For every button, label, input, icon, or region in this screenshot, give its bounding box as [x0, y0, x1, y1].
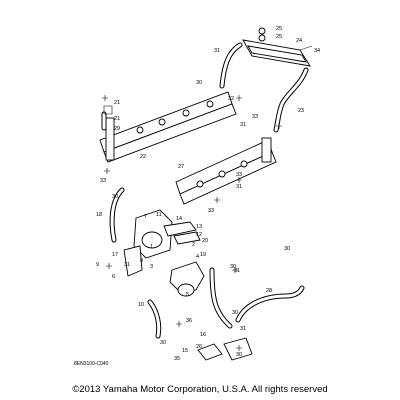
coolant-hoses — [101, 42, 309, 339]
callout-10: 10 — [138, 302, 144, 308]
callout-27: 27 — [178, 164, 184, 170]
fasteners — [102, 95, 282, 351]
callout-14: 14 — [176, 216, 182, 222]
callout-23: 23 — [298, 108, 304, 114]
callout-30: 30 — [236, 352, 242, 358]
thermostat-housing — [123, 209, 253, 361]
callout-31: 31 — [240, 326, 246, 332]
callout-20: 20 — [202, 238, 208, 244]
callout-19: 19 — [200, 252, 206, 258]
callout-31: 31 — [234, 268, 240, 274]
callout-8: 8 — [140, 258, 143, 264]
callout-30: 30 — [196, 80, 202, 86]
callout-33: 33 — [252, 114, 258, 120]
callout-22: 22 — [140, 154, 146, 160]
upper-rail-bracket — [99, 91, 237, 163]
callout-25: 25 — [276, 26, 282, 32]
callout-18: 18 — [96, 212, 102, 218]
callout-30: 30 — [160, 340, 166, 346]
callout-4: 4 — [196, 254, 199, 260]
callout-33: 33 — [100, 178, 106, 184]
callout-33: 33 — [208, 208, 214, 214]
callout-21: 21 — [114, 116, 120, 122]
callout-21: 21 — [114, 100, 120, 106]
callout-31: 31 — [124, 262, 130, 268]
callout-12: 12 — [196, 232, 202, 238]
callout-30: 30 — [112, 194, 118, 200]
callout-5: 5 — [186, 292, 189, 298]
lower-rail-bracket — [175, 137, 277, 205]
diagram-code: 8EN3100-C040 — [74, 361, 109, 367]
callout-29: 29 — [114, 126, 120, 132]
callout-1: 1 — [150, 244, 153, 250]
callout-32: 32 — [228, 96, 234, 102]
callout-26: 26 — [196, 344, 202, 350]
callout-33: 33 — [236, 172, 242, 178]
callout-15: 15 — [182, 348, 188, 354]
callout-31: 31 — [240, 122, 246, 128]
callout-31: 31 — [236, 184, 242, 190]
callout-25: 25 — [276, 34, 282, 40]
callout-2: 2 — [192, 242, 195, 248]
radiator-fitting — [242, 27, 313, 67]
callout-30: 30 — [230, 264, 236, 270]
callout-3: 3 — [150, 264, 153, 270]
callout-17: 17 — [112, 252, 118, 258]
callout-24: 24 — [296, 38, 302, 44]
callout-7: 7 — [144, 214, 147, 220]
callout-9: 9 — [96, 262, 99, 268]
callout-28: 28 — [266, 288, 272, 294]
callout-34: 34 — [314, 48, 320, 54]
callout-35: 35 — [174, 356, 180, 362]
callout-6: 6 — [112, 274, 115, 280]
callout-13: 13 — [196, 224, 202, 230]
callout-31: 31 — [214, 48, 220, 54]
copyright-notice: ©2013 Yamaha Motor Corporation, U.S.A. A… — [72, 384, 328, 395]
callout-36: 36 — [186, 318, 192, 324]
callout-30: 30 — [284, 246, 290, 252]
callout-30: 30 — [232, 310, 238, 316]
callout-11: 11 — [156, 212, 162, 218]
callout-16: 16 — [200, 332, 206, 338]
